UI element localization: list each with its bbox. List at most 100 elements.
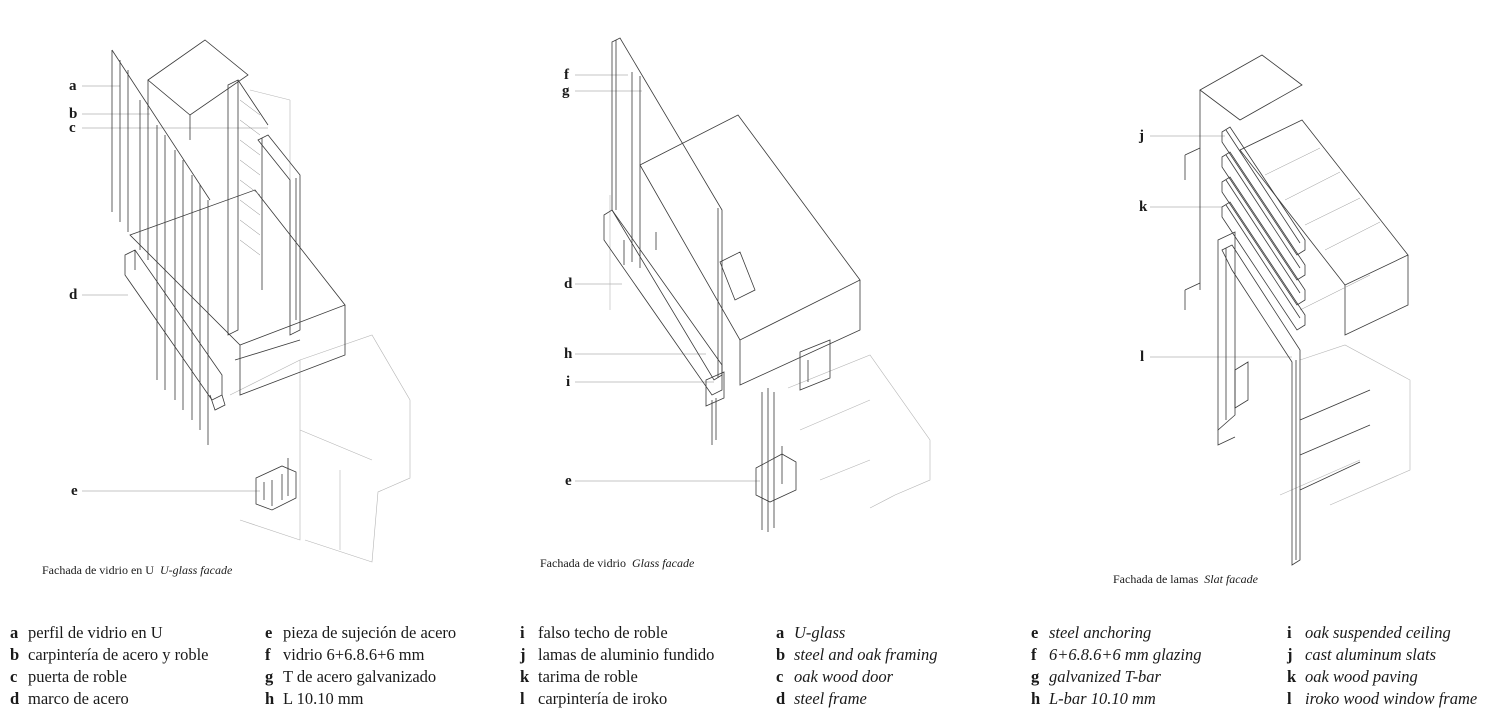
glass-facade-drawing — [603, 37, 931, 532]
callout-k: k — [1139, 199, 1148, 215]
legend-text: L-bar 10.10 mm — [1049, 689, 1156, 708]
legend-item: a U-glass — [776, 622, 937, 644]
callout-j: j — [1139, 128, 1144, 144]
legend-item: l iroko wood window frame — [1287, 688, 1477, 710]
legend-text: L 10.10 mm — [283, 689, 364, 708]
legend-item: k tarima de roble — [520, 666, 714, 688]
legend-text: oak wood paving — [1305, 667, 1418, 686]
legend-text: carpintería de acero y roble — [28, 645, 209, 664]
legend-text: oak wood door — [794, 667, 893, 686]
callout-d: d — [69, 287, 78, 303]
legend-item: g T de acero galvanizado — [265, 666, 456, 688]
callout-e2: e — [565, 473, 572, 489]
legend-item: b steel and oak framing — [776, 644, 937, 666]
callout-f: f — [564, 67, 569, 83]
legend-text: pieza de sujeción de acero — [283, 623, 457, 642]
legend-letter: c — [10, 667, 18, 686]
legend-es-col-3: i falso techo de roble j lamas de aluminio … — [520, 622, 714, 710]
legend-text: T de acero galvanizado — [283, 667, 437, 686]
legend-text: steel and oak framing — [794, 645, 938, 664]
legend-text: steel anchoring — [1049, 623, 1152, 642]
legend-letter: k — [520, 667, 530, 686]
legend-letter: e — [1031, 623, 1039, 642]
legend-text: tarima de roble — [538, 667, 638, 686]
legend-letter: h — [1031, 689, 1041, 708]
legend-letter: h — [265, 689, 275, 708]
callout-h: h — [564, 346, 573, 362]
legend-item: g galvanized T-bar — [1031, 666, 1201, 688]
legend-item: l carpintería de iroko — [520, 688, 714, 710]
legend-item: d steel frame — [776, 688, 937, 710]
legend-text: galvanized T-bar — [1049, 667, 1161, 686]
leader-lines — [82, 74, 1292, 492]
legend-letter: g — [265, 667, 274, 686]
slat-facade-drawing — [1184, 54, 1411, 566]
legend-item: i falso techo de roble — [520, 622, 714, 644]
legend-letter: j — [1287, 645, 1293, 664]
legend-letter: k — [1287, 667, 1297, 686]
callout-b: b — [69, 106, 78, 122]
callout-d2: d — [564, 276, 573, 292]
legend-letter: f — [265, 645, 271, 664]
legend-text: marco de acero — [28, 689, 129, 708]
legend-text: iroko wood window frame — [1305, 689, 1478, 708]
legend-letter: l — [520, 689, 525, 708]
legend-item: f 6+6.8.6+6 mm glazing — [1031, 644, 1201, 666]
legend-en-col-3: i oak suspended ceiling j cast aluminum sla… — [1287, 622, 1477, 710]
uglass-facade-drawing — [111, 39, 411, 563]
legend-item: e steel anchoring — [1031, 622, 1201, 644]
legend-letter: a — [10, 623, 19, 642]
legend-letter: f — [1031, 645, 1037, 664]
legend-item: h L-bar 10.10 mm — [1031, 688, 1201, 710]
legend-item: j cast aluminum slats — [1287, 644, 1477, 666]
legend-text: puerta de roble — [28, 667, 127, 686]
callout-a: a — [69, 78, 77, 94]
legend-letter: j — [520, 645, 526, 664]
legend-text: lamas de aluminio fundido — [538, 645, 715, 664]
legend-letter: c — [776, 667, 784, 686]
legend-text: steel frame — [794, 689, 867, 708]
legend-letter: e — [265, 623, 273, 642]
legend-text: falso techo de roble — [538, 623, 668, 642]
legend-letter: i — [1287, 623, 1292, 642]
legend-text: cast aluminum slats — [1305, 645, 1437, 664]
legend-letter: d — [10, 689, 20, 708]
legend-text: U-glass — [794, 623, 846, 642]
legend-text: perfil de vidrio en U — [28, 623, 163, 642]
legend-letter: b — [10, 645, 20, 664]
legend-es-col-1: a perfil de vidrio en U b carpintería de ac… — [10, 622, 208, 710]
caption-slat: Fachada de lamas Slat facade — [1113, 572, 1258, 586]
callout-e: e — [71, 483, 78, 499]
legend-text: oak suspended ceiling — [1305, 623, 1451, 642]
callout-g: g — [562, 83, 570, 99]
legend-item: c puerta de roble — [10, 666, 208, 688]
legend-item: a perfil de vidrio en U — [10, 622, 208, 644]
legend-text: 6+6.8.6+6 mm glazing — [1049, 645, 1202, 664]
legend-letter: g — [1031, 667, 1040, 686]
legend-letter: i — [520, 623, 525, 642]
legend-item: h L 10.10 mm — [265, 688, 456, 710]
legend-item: f vidrio 6+6.8.6+6 mm — [265, 644, 456, 666]
legend-es-col-2: e pieza de sujeción de acero f vidrio 6+6.8… — [265, 622, 456, 710]
legend-item: j lamas de aluminio fundido — [520, 644, 714, 666]
callout-c: c — [69, 120, 76, 136]
legend-item: b carpintería de acero y roble — [10, 644, 208, 666]
legend-en-col-1: a U-glass b steel and oak framing c oak wood … — [776, 622, 937, 710]
legend-item: k oak wood paving — [1287, 666, 1477, 688]
legend-item: d marco de acero — [10, 688, 208, 710]
legend-item: c oak wood door — [776, 666, 937, 688]
legend-text: vidrio 6+6.8.6+6 mm — [283, 645, 425, 664]
legend-letter: b — [776, 645, 786, 664]
caption-glass: Fachada de vidrio Glass facade — [540, 556, 695, 570]
callout-i: i — [566, 374, 571, 390]
legend-letter: l — [1287, 689, 1292, 708]
legend-text: carpintería de iroko — [538, 689, 668, 708]
caption-uglass: Fachada de vidrio en U U-glass facade — [42, 563, 233, 577]
legend-item: e pieza de sujeción de acero — [265, 622, 456, 644]
legend-item: i oak suspended ceiling — [1287, 622, 1477, 644]
legend-letter: d — [776, 689, 786, 708]
legend-letter: a — [776, 623, 785, 642]
callout-l: l — [1140, 349, 1145, 365]
